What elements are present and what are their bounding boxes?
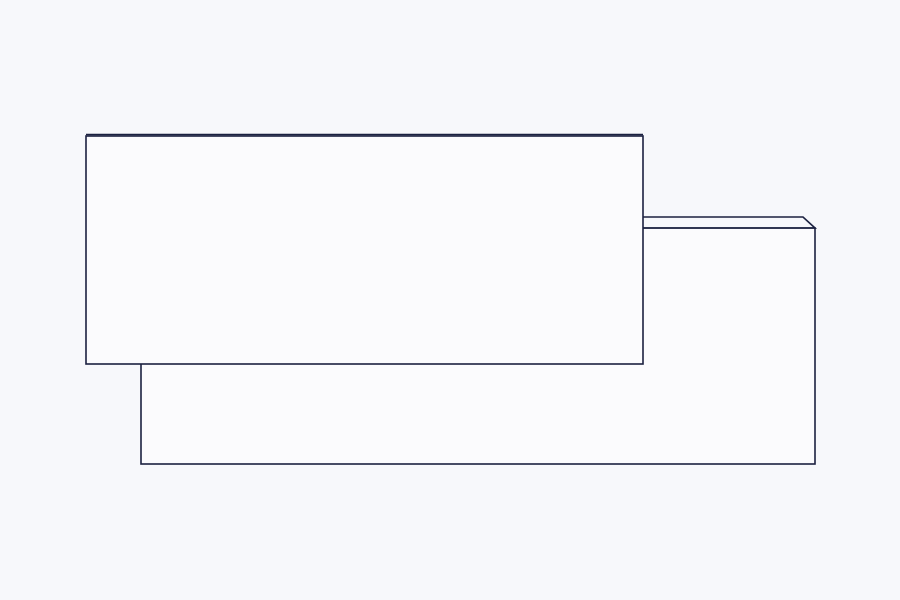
front-panel [85,133,644,365]
front-panel-face [85,135,644,365]
back-panel-top-bevel [642,216,818,229]
